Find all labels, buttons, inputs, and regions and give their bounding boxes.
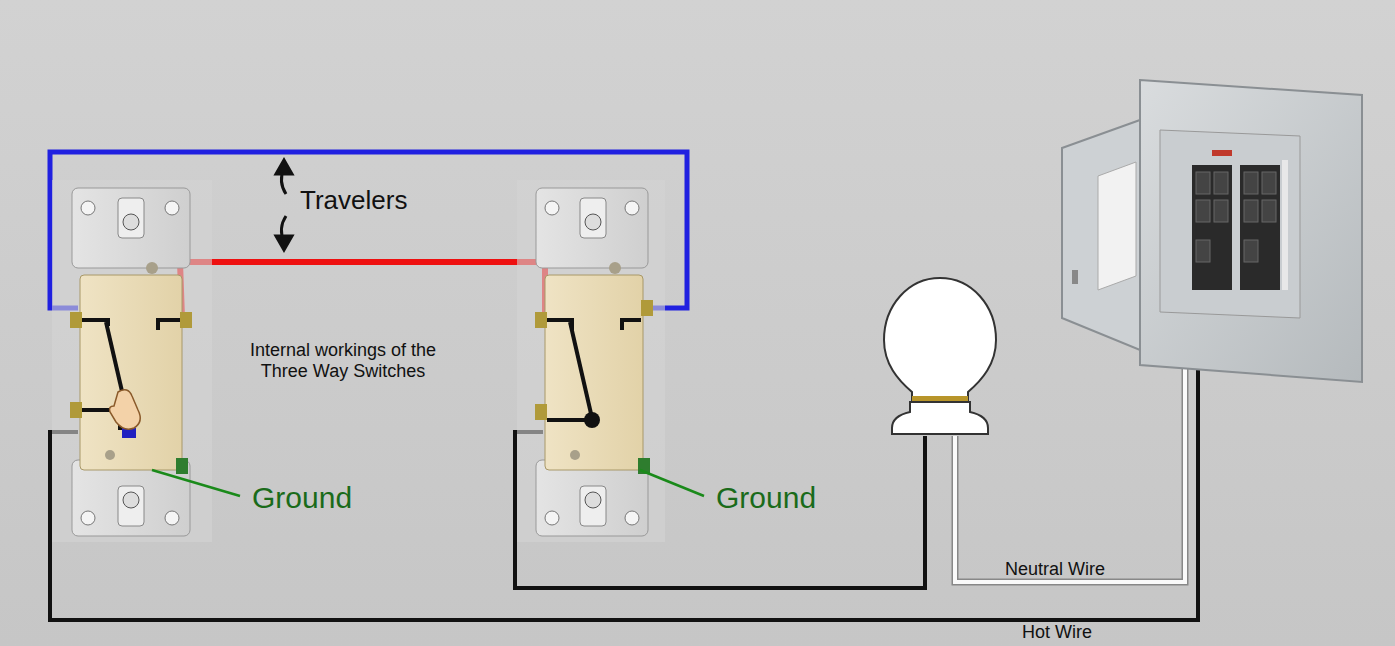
- travelers-label: Travelers: [300, 186, 500, 216]
- three-way-switch: [52, 180, 240, 542]
- three-way-switch: [517, 180, 704, 542]
- note-text: Internal workings of the Three Way Switc…: [228, 340, 458, 381]
- ground-leader: [640, 470, 704, 496]
- ground-leader: [152, 470, 240, 496]
- breaker-panel: [1062, 80, 1362, 382]
- wire-label: Neutral Wire: [1005, 559, 1175, 580]
- neutral-wire: [955, 352, 1185, 582]
- ground-label: Ground: [716, 481, 886, 516]
- traveler-wire-red: [180, 262, 545, 318]
- light-bulb: [884, 278, 996, 434]
- wire-label: Hot Wire: [1022, 622, 1172, 643]
- ground-label: Ground: [252, 481, 422, 516]
- travelers-arrows: [276, 160, 292, 250]
